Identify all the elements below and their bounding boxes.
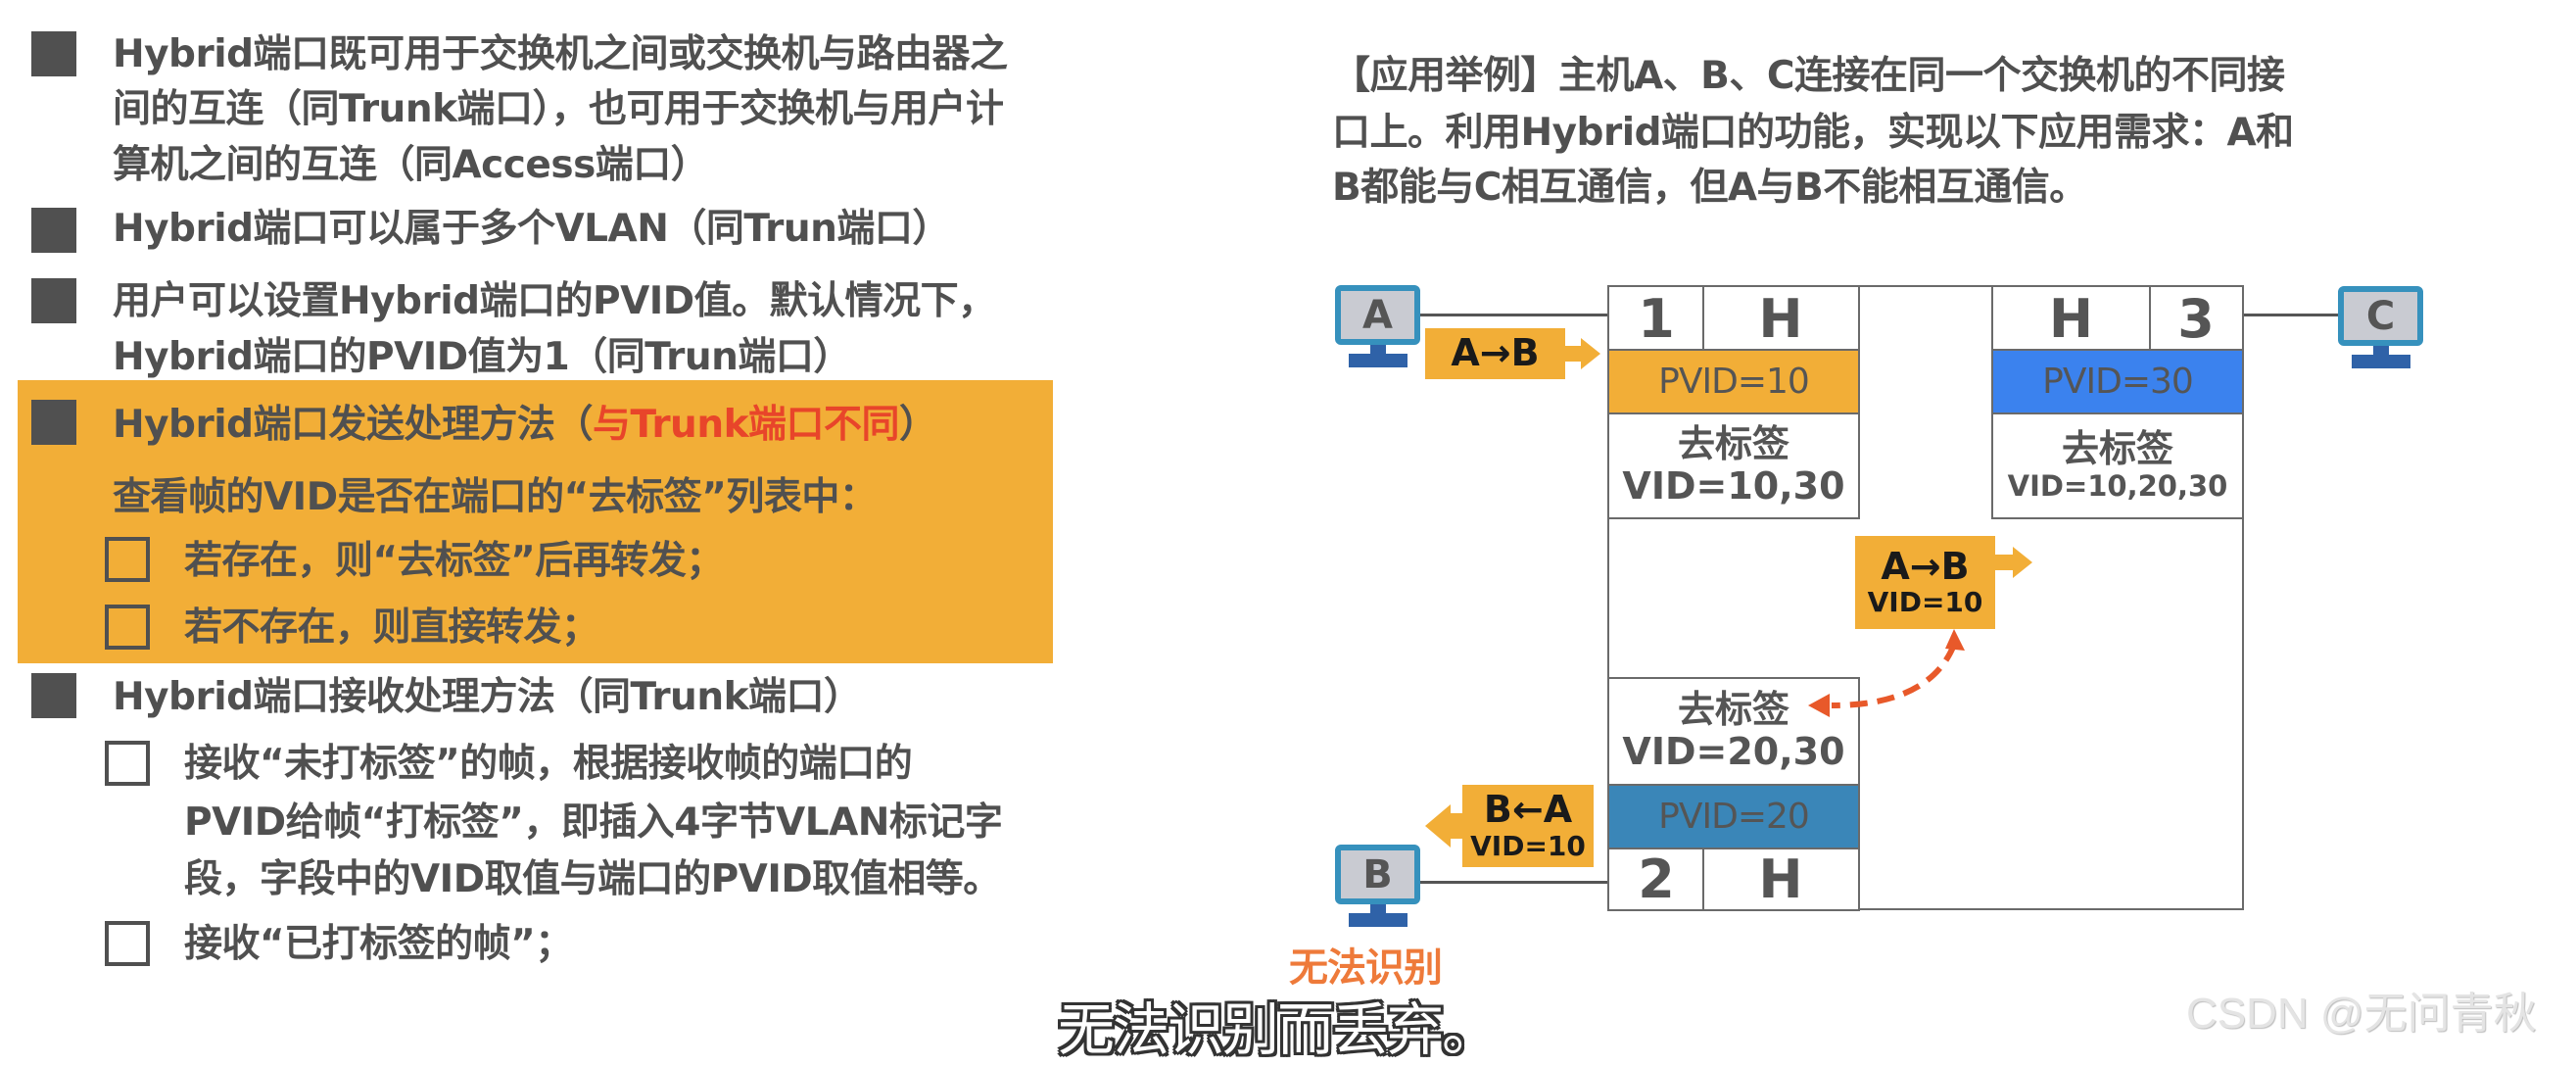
hollow-square-icon — [105, 537, 150, 582]
port-1-type: H — [1758, 287, 1803, 350]
divider — [1609, 784, 1858, 786]
frame-mid: A→B VID=10 — [1855, 536, 1995, 629]
bullet-4-red-text: 与Trunk端口不同 — [593, 403, 900, 447]
bullet-3-line-1: 用户可以设置Hybrid端口的PVID值。默认情况下， — [113, 279, 996, 323]
bullet-square-icon — [31, 208, 76, 253]
port-3-untag: 去标签 VID=10,20,30 — [1993, 414, 2242, 517]
monitor-neck — [1370, 345, 1386, 355]
yellow-highlight-box — [18, 380, 1053, 663]
bullet-square-icon — [31, 673, 76, 718]
bullet-1-line-2: 间的互连（同Trunk端口），也可用于交换机与用户计 — [113, 87, 1004, 131]
arrowhead-left — [1808, 694, 1830, 717]
wire-b — [1420, 881, 1608, 884]
arrow-right-icon — [1581, 338, 1600, 369]
port-2-untag-label: 去标签 — [1677, 688, 1789, 732]
port-2: 去标签 VID=20,30 PVID=20 2 H — [1607, 677, 1860, 911]
monitor-base — [2352, 355, 2410, 368]
port-3-untag-label: 去标签 — [2061, 426, 2173, 470]
divider — [1609, 349, 1858, 351]
frame-out-b-label: B←A — [1483, 788, 1573, 831]
arrow-right-icon — [1564, 346, 1582, 362]
frame-mid-vid: VID=10 — [1867, 586, 1983, 619]
port-2-type: H — [1758, 848, 1803, 910]
port-1-number: 1 — [1638, 287, 1675, 350]
frame-out-b: B←A VID=10 — [1462, 785, 1594, 867]
arrowhead-up — [1945, 629, 1965, 651]
divider — [1609, 412, 1858, 414]
recv-sub-1-line-1: 接收“未打标签”的帧，根据接收帧的端口的 — [184, 742, 913, 786]
bullet-square-icon — [31, 400, 76, 445]
arrow-right-icon — [1994, 555, 2014, 570]
example-line-2: 口上。利用Hybrid端口的功能，实现以下应用需求：A和 — [1332, 111, 2294, 155]
monitor-base — [1349, 354, 1407, 367]
port-2-number: 2 — [1638, 848, 1675, 910]
bullet-1-line-3: 算机之间的互连（同Access端口） — [113, 143, 709, 187]
port-2-untag-vids: VID=20,30 — [1622, 730, 1845, 774]
frame-in-a-label: A→B — [1451, 331, 1540, 375]
arrow-right-icon — [2013, 547, 2032, 578]
bullet-square-icon — [31, 31, 76, 76]
recv-sub-1-line-3: 段，字段中的VID取值与端口的PVID取值相等。 — [184, 857, 1001, 901]
port-3-type: H — [2048, 287, 2094, 350]
divider — [1609, 848, 1858, 849]
bullet-4-line-1: Hybrid端口发送处理方法（与Trunk端口不同） — [113, 406, 937, 444]
monitor-neck — [2373, 346, 2389, 356]
unrecognized-note: 无法识别 — [1289, 945, 1443, 991]
frame-mid-label: A→B — [1881, 544, 1970, 588]
send-sub-2: 若不存在，则直接转发； — [184, 606, 599, 650]
dashed-arc — [1831, 643, 1957, 708]
divider — [1702, 849, 1704, 909]
port-1-untag-vids: VID=10,30 — [1622, 463, 1845, 508]
port-2-pvid: PVID=20 — [1609, 786, 1858, 848]
frame-in-a: A→B — [1425, 328, 1565, 379]
dashed-arrow-icon — [1808, 629, 1965, 717]
video-subtitle: 无法识别而丢弃。 — [1058, 996, 1499, 1063]
bullet-square-icon — [31, 278, 76, 323]
recv-sub-1-line-2: PVID给帧“打标签”，即插入4字节VLAN标记字 — [184, 800, 1003, 845]
port-1-pvid: PVID=10 — [1609, 351, 1858, 412]
send-intro-text: 查看帧的VID是否在端口的“去标签”列表中： — [113, 475, 878, 519]
bullet-1-line-1: Hybrid端口既可用于交换机之间或交换机与路由器之 — [113, 32, 1008, 76]
bullet-3-line-2: Hybrid端口的PVID值为1（同Trun端口） — [113, 335, 851, 379]
bullet-2-line-1: Hybrid端口可以属于多个VLAN（同Trun端口） — [113, 207, 950, 251]
monitor-base — [1349, 913, 1407, 927]
port-1-untag: 去标签 VID=10,30 — [1609, 414, 1858, 517]
example-line-1: 【应用举例】主机A、B、C连接在同一个交换机的不同接 — [1332, 54, 2285, 98]
hollow-square-icon — [105, 605, 150, 650]
wire-a — [1420, 314, 1608, 316]
arrow-left-icon — [1425, 804, 1451, 848]
arrow-left-icon — [1450, 813, 1463, 839]
divider — [1993, 412, 2242, 414]
watermark: CSDN @无问青秋 — [2186, 990, 2537, 1038]
port-2-untag: 去标签 VID=20,30 — [1609, 679, 1858, 785]
port-3-number: 3 — [2177, 287, 2215, 350]
port-1-untag-label: 去标签 — [1677, 421, 1789, 465]
bullet-4-suffix: ） — [899, 403, 937, 447]
divider — [1702, 287, 1704, 350]
bullet-5-line-1: Hybrid端口接收处理方法（同Trunk端口） — [113, 675, 862, 719]
recv-sub-2-line-1: 接收“已打标签的帧”； — [184, 922, 573, 966]
host-b-screen: B — [1335, 845, 1420, 904]
send-sub-1: 若存在，则“去标签”后再转发； — [184, 539, 724, 583]
port-3: H 3 PVID=30 去标签 VID=10,20,30 — [1991, 285, 2244, 519]
host-a-screen: A — [1335, 285, 1420, 345]
bullet-4-prefix: Hybrid端口发送处理方法（ — [113, 403, 594, 447]
divider — [1993, 349, 2242, 351]
hollow-square-icon — [105, 741, 150, 786]
port-3-pvid: PVID=30 — [1993, 351, 2242, 412]
divider — [2149, 287, 2151, 350]
port-1: 1 H PVID=10 去标签 VID=10,30 — [1607, 285, 1860, 519]
port-3-untag-vids: VID=10,20,30 — [2007, 468, 2228, 503]
wire-c — [2243, 314, 2339, 316]
hollow-square-icon — [105, 921, 150, 966]
monitor-neck — [1370, 904, 1386, 914]
host-c-screen: C — [2338, 286, 2423, 346]
example-line-3: B都能与C相互通信，但A与B不能相互通信。 — [1332, 166, 2087, 210]
frame-out-b-vid: VID=10 — [1470, 829, 1586, 862]
